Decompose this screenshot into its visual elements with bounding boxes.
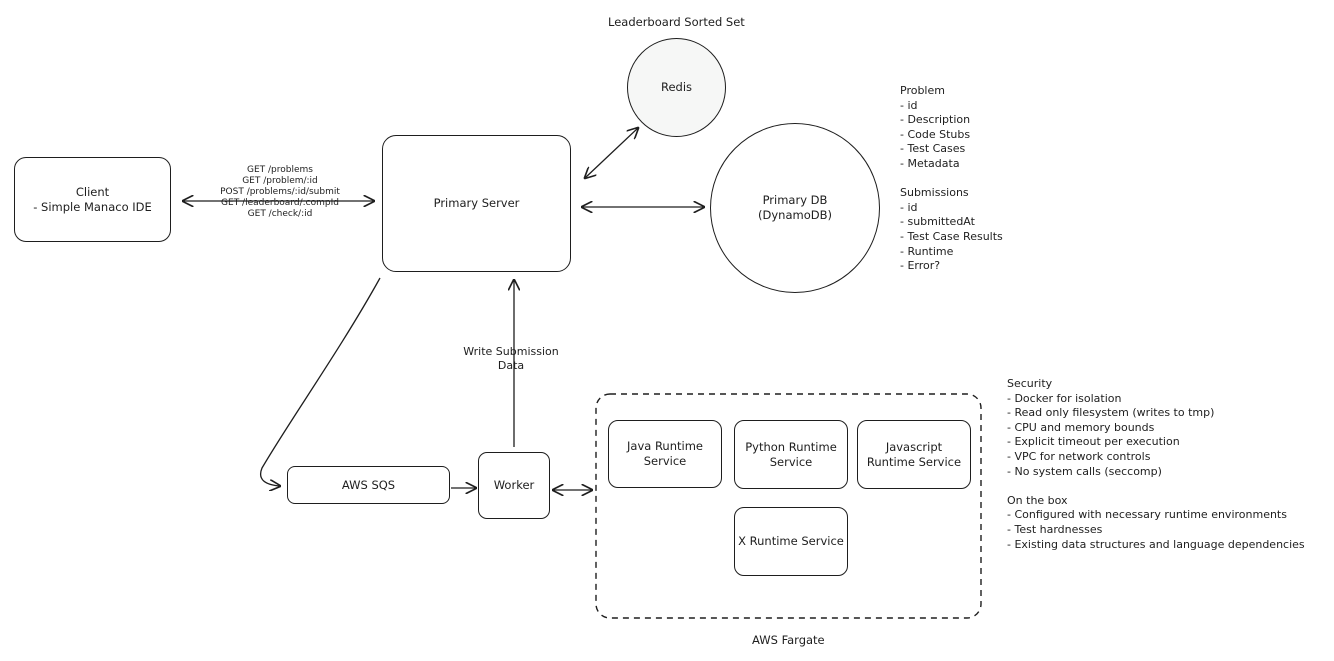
client-node: Client - Simple Manaco IDE (14, 157, 171, 242)
schema-list: Problem - id - Description - Code Stubs … (900, 84, 1003, 274)
schema-field: - id (900, 200, 918, 214)
schema-field: - Test Case Results (900, 229, 1003, 243)
write-submission-line1: Write Submission (463, 345, 559, 358)
write-submission-line2: Data (497, 359, 525, 372)
fargate-caption: AWS Fargate (752, 633, 825, 647)
on-the-box-item: - Existing data structures and language … (1007, 537, 1305, 551)
worker-label: Worker (493, 478, 535, 492)
python-runtime-line1: Python Runtime (745, 439, 837, 454)
security-item: - CPU and memory bounds (1007, 420, 1155, 434)
schema-field: - Error? (900, 259, 941, 273)
security-item: - Explicit timeout per execution (1007, 435, 1180, 449)
schema-submissions-title: Submissions (900, 186, 969, 200)
schema-field: - id (900, 98, 918, 112)
server-redis-arrow (585, 128, 638, 178)
python-runtime-line2: Service (769, 454, 813, 469)
redis-node: Redis (627, 38, 726, 137)
on-the-box-item: - Configured with necessary runtime envi… (1007, 508, 1287, 522)
primary-db-node: Primary DB (DynamoDB) (710, 123, 880, 293)
primary-server-node: Primary Server (382, 135, 571, 272)
on-the-box-title: On the box (1007, 493, 1068, 507)
worker-node: Worker (478, 452, 550, 519)
x-runtime-label: X Runtime Service (738, 534, 844, 548)
api-route: POST /problems/:id/submit (220, 187, 340, 197)
security-item: - Read only filesystem (writes to tmp) (1007, 406, 1215, 420)
redis-caption: Leaderboard Sorted Set (608, 15, 745, 29)
api-route: GET /leaderboard/:compId (221, 198, 339, 208)
java-runtime-line1: Java Runtime (627, 439, 703, 453)
schema-field: - Code Stubs (900, 127, 971, 141)
server-sqs-arrow (260, 277, 381, 486)
schema-field: - Runtime (900, 244, 954, 258)
schema-problem-title: Problem (900, 84, 945, 97)
api-route: GET /problems (247, 165, 313, 175)
write-submission-label: Write Submission Data (456, 345, 566, 373)
primary-server-label: Primary Server (433, 196, 520, 210)
api-route: GET /check/:id (247, 209, 313, 219)
api-route: GET /problem/:id (242, 176, 318, 186)
client-title: Client (75, 184, 110, 199)
redis-label: Redis (660, 80, 693, 94)
on-the-box-item: - Test hardnesses (1007, 522, 1103, 536)
x-runtime-node: X Runtime Service (734, 507, 848, 576)
security-item: - Docker for isolation (1007, 391, 1122, 405)
security-item: - VPC for network controls (1007, 449, 1151, 463)
schema-field: - Metadata (900, 156, 960, 170)
schema-field: - Test Cases (900, 142, 966, 156)
python-runtime-node: Python Runtime Service (734, 420, 848, 489)
javascript-runtime-line1: Javascript (885, 439, 943, 454)
java-runtime-line2: Service (643, 454, 687, 468)
schema-field: - submittedAt (900, 215, 975, 229)
aws-sqs-node: AWS SQS (287, 466, 450, 504)
java-runtime-node: Java Runtime Service (608, 420, 722, 488)
primary-db-title: Primary DB (762, 193, 828, 207)
security-title: Security (1007, 377, 1053, 390)
schema-field: - Description (900, 113, 971, 127)
aws-sqs-label: AWS SQS (341, 477, 396, 492)
primary-db-subtitle: (DynamoDB) (758, 208, 832, 222)
client-subtitle: - Simple Manaco IDE (33, 199, 152, 214)
javascript-runtime-node: Javascript Runtime Service (857, 420, 971, 489)
security-item: - No system calls (seccomp) (1007, 464, 1162, 478)
security-notes: Security - Docker for isolation - Read o… (1007, 377, 1305, 552)
api-routes: GET /problems GET /problem/:id POST /pro… (205, 165, 355, 220)
javascript-runtime-line2: Runtime Service (866, 454, 962, 469)
fargate-container (595, 393, 982, 619)
